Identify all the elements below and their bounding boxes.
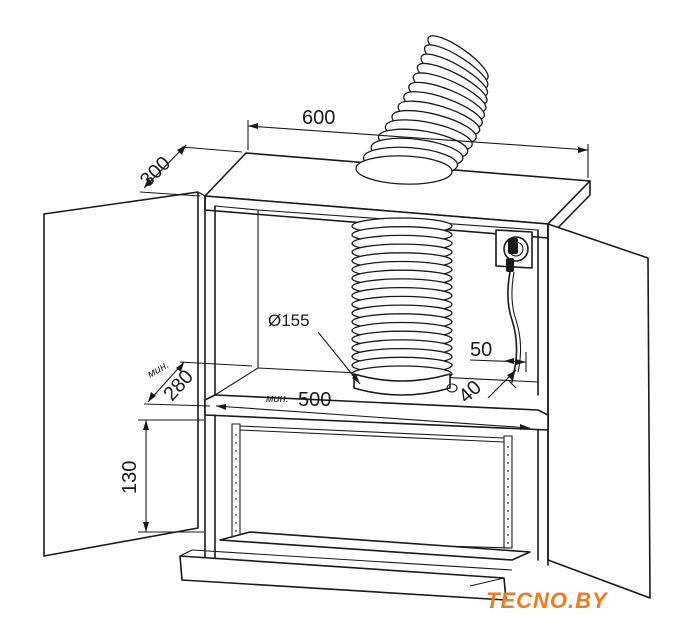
right-door (547, 223, 651, 599)
dimension-width-top: 600 (247, 107, 589, 178)
dimension-label-300: 300 (136, 152, 175, 191)
tecno-logo: TECNO.BY (486, 588, 666, 618)
dimension-height: 130 (119, 419, 204, 533)
duct-rib (355, 155, 453, 185)
cabinet-body (204, 195, 549, 566)
hood-frame (179, 423, 531, 601)
dimension-label-40: 40 (455, 376, 486, 407)
duct-collar (353, 373, 458, 396)
power-socket (495, 229, 533, 383)
dimension-label-50: 50 (470, 339, 492, 361)
logo-text: TECNO.BY (486, 588, 608, 613)
flexible-duct (351, 35, 489, 383)
left-door (43, 191, 206, 557)
cabinet-top (204, 152, 591, 239)
dimension-width-min: мин. 500 (215, 389, 531, 430)
dimension-label-600: 600 (302, 107, 335, 129)
dimension-socket-depth: 40 (455, 369, 517, 408)
dimension-label-155: Ø155 (268, 311, 310, 330)
dimension-socket-offset: 50 (469, 339, 527, 372)
dimension-label-500: 500 (298, 389, 331, 411)
dimension-duct-diameter: Ø155 (268, 311, 361, 385)
dimension-label-min-500-prefix: мин. (266, 393, 289, 405)
dimension-label-130: 130 (119, 461, 141, 494)
